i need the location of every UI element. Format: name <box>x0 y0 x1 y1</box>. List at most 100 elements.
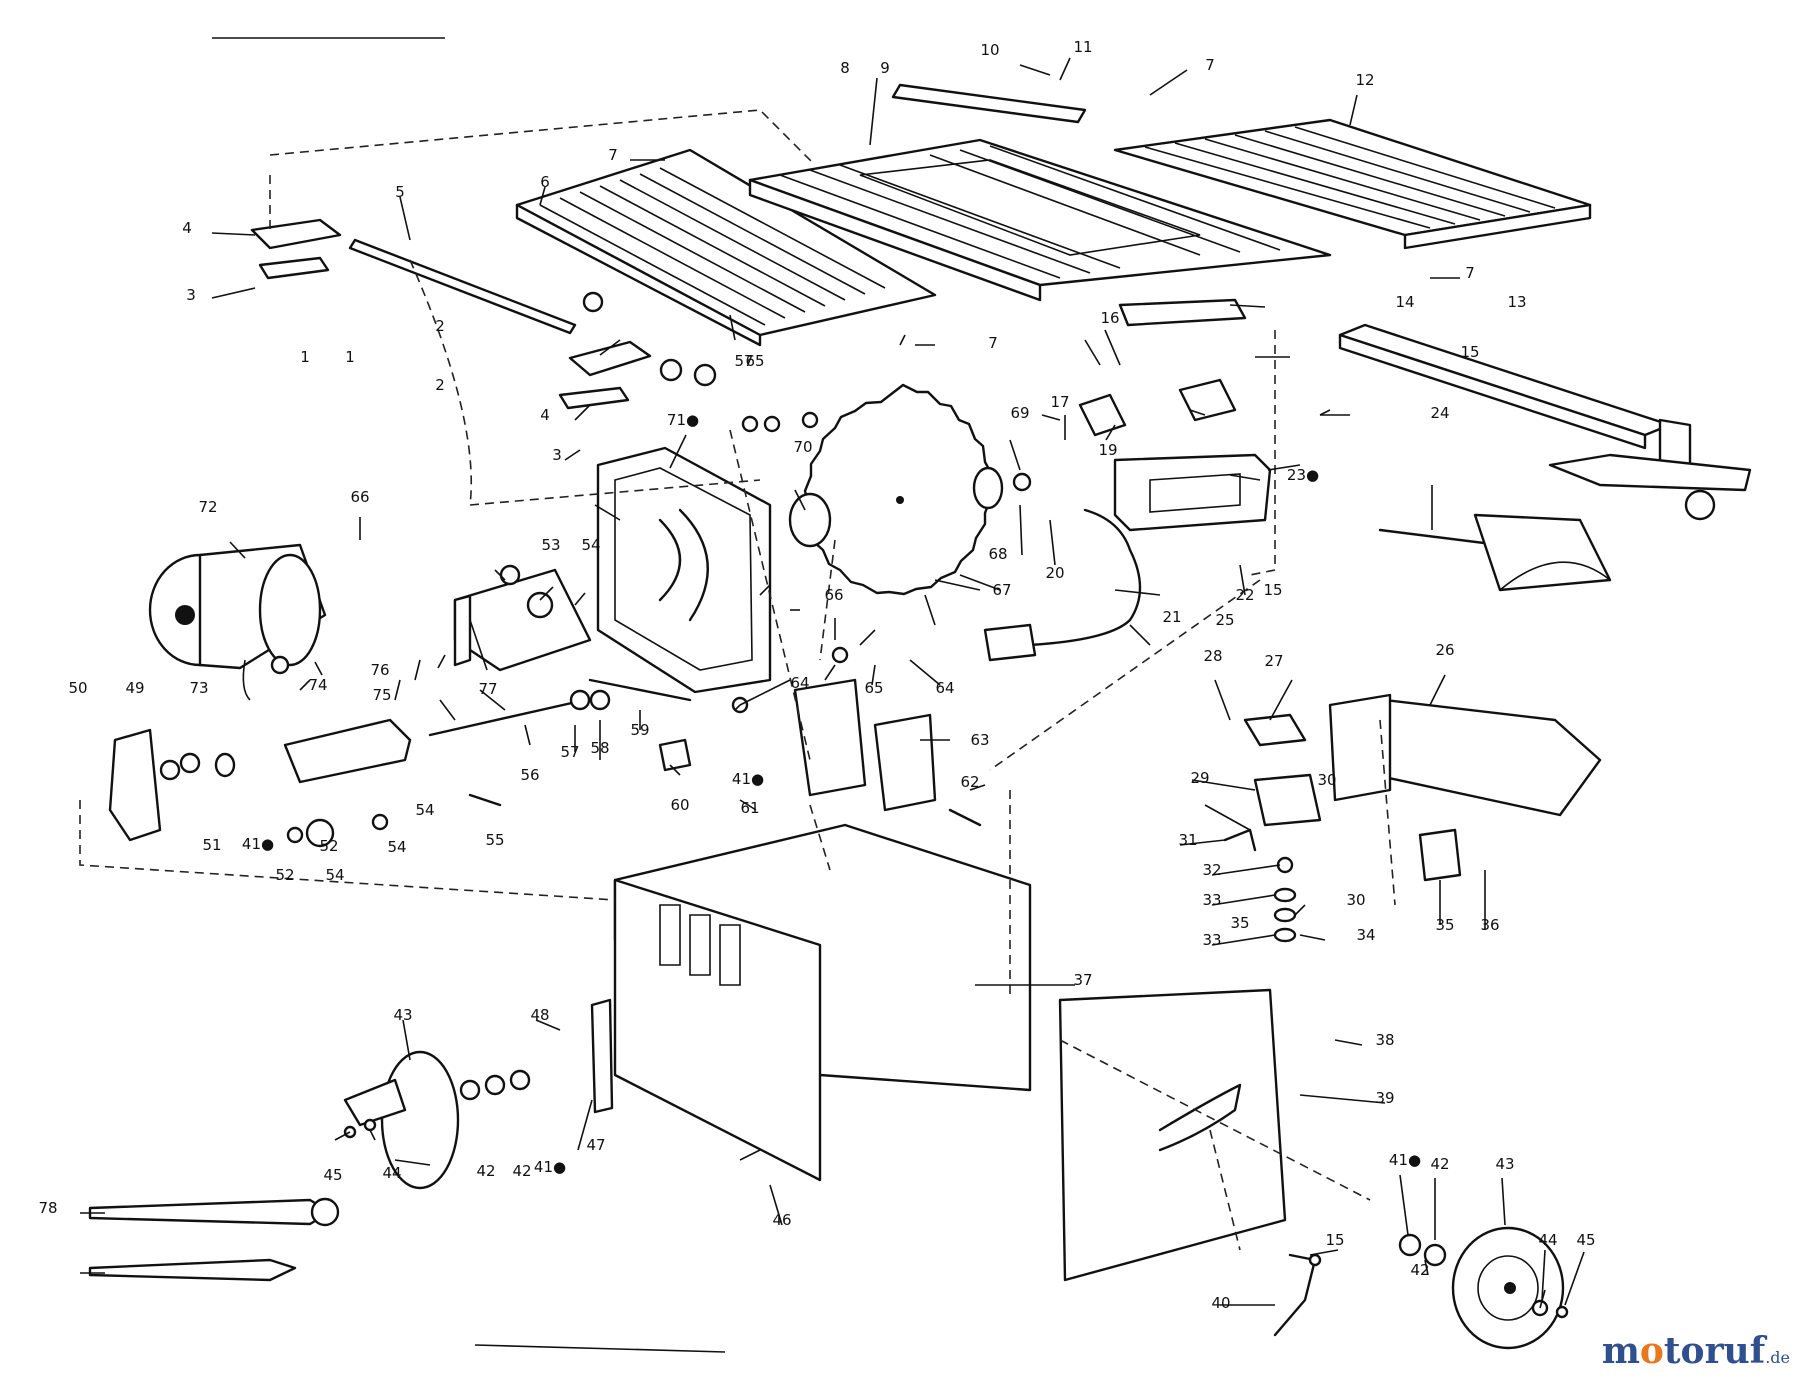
cabinet-back <box>1058 988 1287 1282</box>
part-number-label: 33 <box>1202 931 1221 949</box>
table-right-extension <box>1113 118 1592 250</box>
part-number-label: 75 <box>372 686 391 704</box>
part-number-label: 20 <box>1045 564 1064 582</box>
part-number-label: 45 <box>1576 1231 1595 1249</box>
part-number-label: 69 <box>1010 404 1029 422</box>
part-number-label: 23● <box>1287 466 1319 484</box>
part-number-label: 16 <box>1100 309 1119 327</box>
watermark-text-o: o <box>1639 1330 1664 1372</box>
part-number-label: 1 <box>300 348 310 366</box>
part-number-label: 42 <box>476 1162 495 1180</box>
part-number-label: 76 <box>370 661 389 679</box>
part-number-label: 41● <box>732 770 764 788</box>
part-number-label: 15 <box>1325 1231 1344 1249</box>
part-number-label: 64 <box>790 674 809 692</box>
part-number-label: 12 <box>1355 71 1374 89</box>
table-left-extension <box>515 148 937 347</box>
part-number-label: 65 <box>864 679 883 697</box>
switch-box <box>983 298 1272 662</box>
trunnion-plate <box>590 998 614 1114</box>
callout-leaders <box>80 57 1585 1309</box>
part-number-label: 64 <box>935 679 954 697</box>
part-number-label: 38 <box>1375 1031 1394 1049</box>
part-number-label: 45 <box>323 1166 342 1184</box>
table-main <box>748 138 1332 302</box>
part-number-label: 33 <box>1202 891 1221 909</box>
part-number-label: 24 <box>1430 404 1449 422</box>
part-number-label: 19 <box>1098 441 1117 459</box>
wrenches <box>88 1197 340 1282</box>
part-number-label: 8 <box>840 59 850 77</box>
part-number-label: 32 <box>1202 861 1221 879</box>
washers-67-69 <box>788 466 1032 548</box>
insert-plate <box>891 83 1087 124</box>
part-number-label: 2 <box>435 376 445 394</box>
part-number-label: 48 <box>530 1006 549 1024</box>
part-number-label: 73 <box>189 679 208 697</box>
part-number-label: 67 <box>992 581 1011 599</box>
center-parts-58-60 <box>588 646 982 827</box>
part-number-label: 35 <box>1230 914 1249 932</box>
tilt-bracket-49 <box>108 728 162 842</box>
part-number-label: 7 <box>608 146 618 164</box>
part-number-label: 28 <box>1203 647 1222 665</box>
part-number-label: 55 <box>485 831 504 849</box>
part-number-label: 44 <box>1538 1231 1557 1249</box>
part-number-label: 72 <box>198 498 217 516</box>
part-number-label: 60 <box>670 796 689 814</box>
part-number-label: 57 <box>734 352 753 370</box>
part-number-label: 15 <box>1263 581 1282 599</box>
part-number-label: 7 <box>1465 264 1475 282</box>
part-number-label: 44 <box>382 1164 401 1182</box>
part-number-label: 74 <box>308 676 327 694</box>
part-number-label: 41● <box>1389 1151 1421 1169</box>
part-number-label: 56 <box>520 766 539 784</box>
part-number-label: 49 <box>125 679 144 697</box>
brackets-upper-left <box>250 218 819 433</box>
part-number-label: 4 <box>182 219 192 237</box>
part-number-label: 42 <box>1410 1261 1429 1279</box>
part-number-label: 9 <box>880 59 890 77</box>
part-number-label: 6 <box>540 173 550 191</box>
part-number-label: 14 <box>1395 293 1414 311</box>
watermark-text-end: toruf <box>1663 1330 1766 1372</box>
part-number-label: 43 <box>1495 1155 1514 1173</box>
part-number-label: 1 <box>345 348 355 366</box>
part-number-label: 17 <box>1050 393 1069 411</box>
arbor-bracket <box>453 564 592 672</box>
part-number-label: 52 <box>275 866 294 884</box>
rip-fence <box>1338 323 1752 521</box>
part-number-label: 57 <box>560 743 579 761</box>
part-number-label: 15 <box>1460 343 1479 361</box>
part-number-label: 54 <box>387 838 406 856</box>
part-number-label: 11 <box>1073 38 1092 56</box>
part-number-label: 62 <box>960 773 979 791</box>
watermark-tld: .de <box>1765 1348 1790 1367</box>
trunnion-frame <box>596 446 772 694</box>
part-number-label: 36 <box>1480 916 1499 934</box>
part-number-label: 30 <box>1317 771 1336 789</box>
part-number-label: 34 <box>1356 926 1375 944</box>
leader-lines <box>79 109 1396 1251</box>
part-number-label: 47 <box>586 1136 605 1154</box>
part-number-label: 53 <box>541 536 560 554</box>
part-number-label: 68 <box>988 545 1007 563</box>
part-number-label: 30 <box>1346 891 1365 909</box>
part-number-label: 61 <box>740 799 759 817</box>
part-number-label: 42 <box>512 1162 531 1180</box>
part-number-label: 42 <box>1430 1155 1449 1173</box>
part-number-label: 2 <box>435 317 445 335</box>
rod-5 <box>348 238 577 335</box>
part-number-label: 5 <box>395 183 405 201</box>
part-number-label: 22 <box>1235 586 1254 604</box>
part-number-label: 78 <box>38 1199 57 1217</box>
part-number-label: 41● <box>242 835 274 853</box>
header-rules <box>212 37 726 1353</box>
part-number-label: 13 <box>1507 293 1526 311</box>
handwheel-left <box>343 1050 531 1190</box>
part-number-label: 29 <box>1190 769 1209 787</box>
part-number-label: 70 <box>793 438 812 456</box>
part-number-label: 54 <box>415 801 434 819</box>
